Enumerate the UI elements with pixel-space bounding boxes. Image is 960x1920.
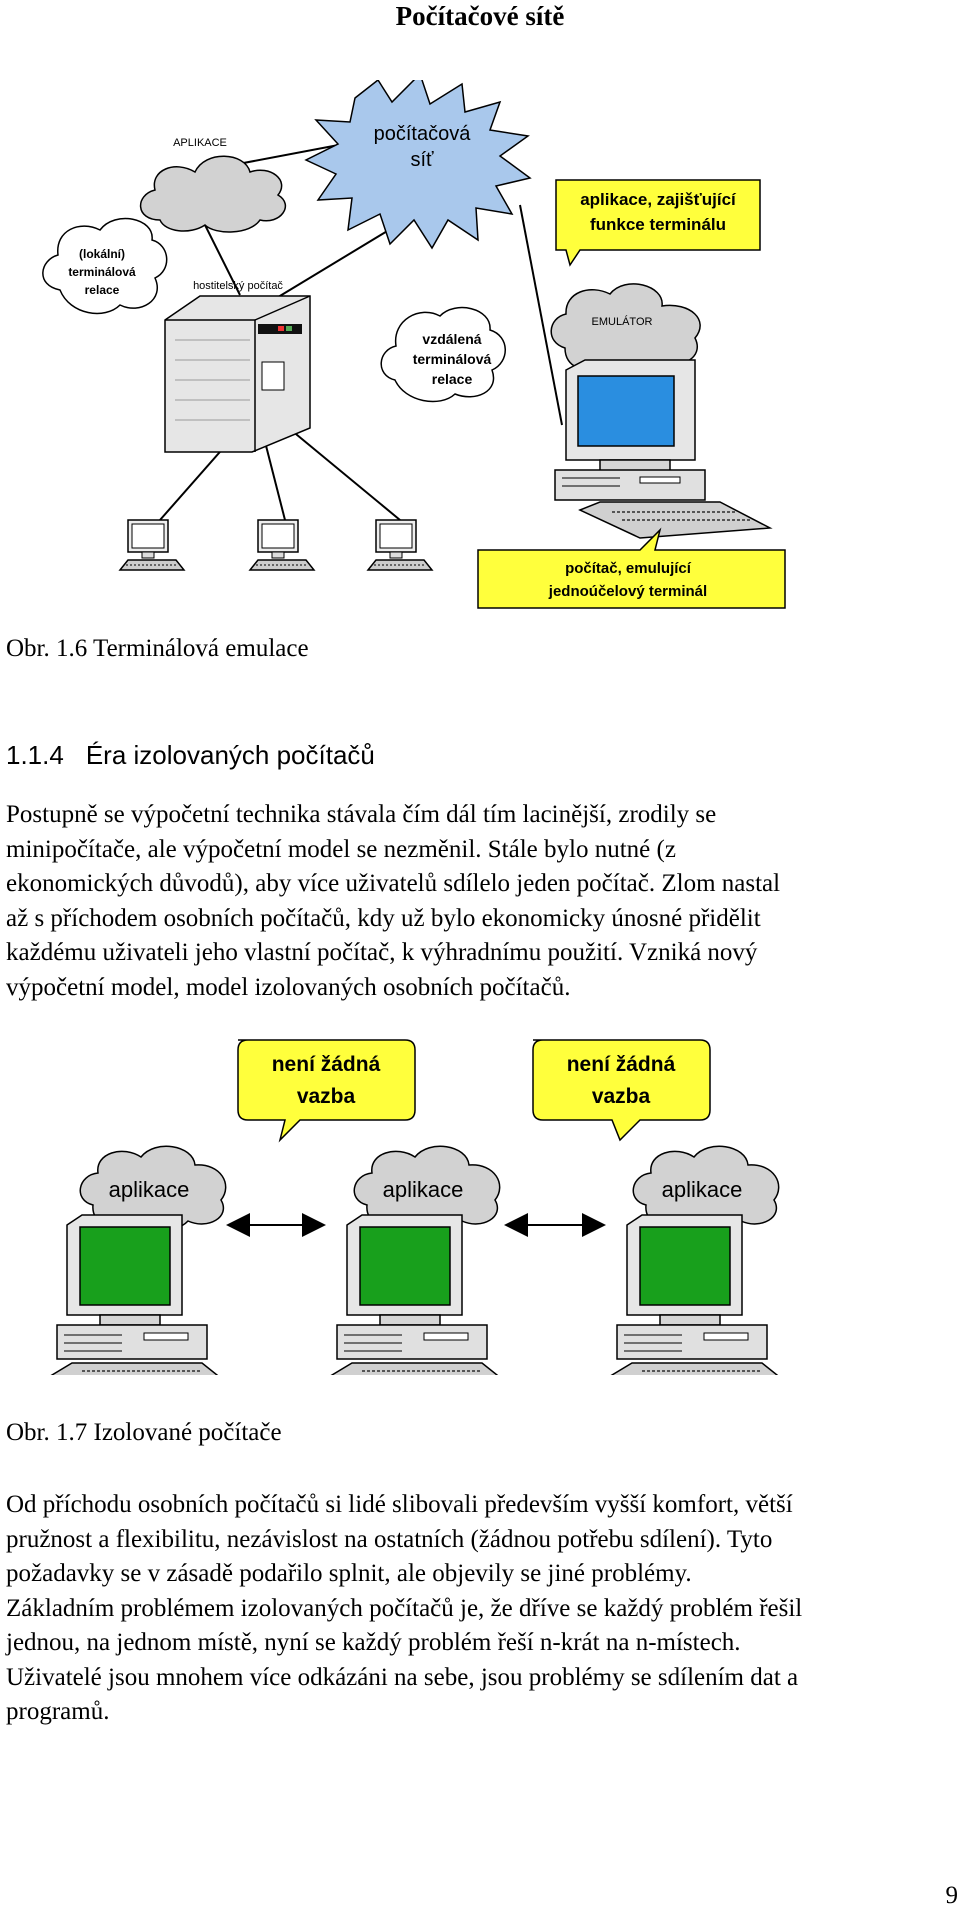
callout-top-line-2: funkce terminálu bbox=[590, 215, 726, 234]
network-label-2: síť bbox=[410, 149, 434, 171]
callout-1-line-2: vazba bbox=[297, 1085, 356, 1108]
cloud-aplikace-label: APLIKACE bbox=[173, 137, 227, 149]
paragraph-line: každému uživateli jeho vlastní počítač, … bbox=[6, 939, 758, 966]
remote-label-2: terminálová bbox=[413, 351, 492, 367]
cloud-aplikace: APLIKACE bbox=[139, 137, 287, 233]
paragraph-line: Postupně se výpočetní technika stávala č… bbox=[6, 801, 717, 828]
cloud-emulator: EMULÁTOR bbox=[550, 283, 701, 373]
network-label-1: počítačová bbox=[374, 123, 472, 145]
section-paragraph: Postupně se výpočetní technika stávala č… bbox=[6, 798, 956, 1005]
paragraph-line: Základním problémem izolovaných počítačů… bbox=[6, 1594, 803, 1622]
remote-label-3: relace bbox=[432, 371, 473, 387]
callout-bottom-line-2: jednoúčelový terminál bbox=[548, 583, 707, 600]
section-heading: 1.1.4 Éra izolovaných počítačů bbox=[6, 740, 397, 770]
page-number: 9 bbox=[945, 1882, 959, 1909]
section-title: Éra izolovaných počítačů bbox=[85, 740, 375, 770]
cloud-app-1: aplikace bbox=[79, 1145, 227, 1232]
callout-no-link-2: není žádná vazba bbox=[532, 1039, 711, 1142]
paragraph-line: jednou, na jednom místě, nyní se každý p… bbox=[6, 1629, 741, 1656]
terminal-1 bbox=[119, 519, 185, 571]
paragraph-line: pružnost a flexibilitu, nezávislost na o… bbox=[6, 1525, 773, 1553]
cloud-app-1-label: aplikace bbox=[109, 1177, 190, 1202]
figure2-caption: Obr. 1.7 Izolované počítače bbox=[6, 1419, 282, 1446]
cloud-remote-session: vzdálená terminálová relace bbox=[380, 306, 506, 403]
paragraph-line: až s příchodem osobních počítačů, kdy už… bbox=[6, 904, 761, 932]
terminal-2 bbox=[249, 519, 315, 571]
callout-terminal-functions: aplikace, zajišťující funkce terminálu bbox=[555, 179, 761, 267]
paragraph-line: programů. bbox=[6, 1698, 110, 1725]
emulator-label: EMULÁTOR bbox=[592, 315, 653, 328]
emulator-pc bbox=[554, 359, 773, 539]
section-number: 1.1.4 bbox=[6, 740, 64, 770]
pc-1 bbox=[51, 1214, 228, 1375]
paragraph-line: ekonomických důvodů), aby více uživatelů… bbox=[6, 870, 781, 897]
local-label-1: (lokální) bbox=[79, 247, 125, 261]
pc-2 bbox=[331, 1214, 508, 1375]
callout-bottom-line-1: počítač, emulující bbox=[565, 560, 692, 577]
paragraph-line: Od příchodu osobních počítačů si lidé sl… bbox=[6, 1491, 793, 1518]
terminal-3 bbox=[367, 519, 433, 571]
page-title: Počítačové sítě bbox=[395, 1, 565, 31]
paragraph-line: požadavky se v zásadě podařilo splnit, a… bbox=[6, 1560, 692, 1587]
cloud-app-3-label: aplikace bbox=[662, 1177, 743, 1202]
cloud-app-2: aplikace bbox=[353, 1145, 501, 1232]
local-label-2: terminálová bbox=[68, 265, 136, 279]
paragraph-line: výpočetní model, model izolovaných osobn… bbox=[6, 973, 571, 1001]
host-label: hostitelský počítač bbox=[193, 280, 283, 292]
cloud-app-3: aplikace bbox=[632, 1145, 780, 1232]
cloud-app-2-label: aplikace bbox=[383, 1177, 464, 1202]
host-computer: hostitelský počítač bbox=[164, 280, 311, 453]
paragraph-line: minipočítače, ale výpočetní model se nez… bbox=[6, 835, 676, 863]
callout-2-line-2: vazba bbox=[592, 1085, 651, 1108]
remote-label-1: vzdálená bbox=[422, 331, 481, 347]
closing-paragraph: Od příchodu osobních počítačů si lidé sl… bbox=[6, 1488, 956, 1730]
pc-3 bbox=[611, 1214, 788, 1375]
callout-top-line-1: aplikace, zajišťující bbox=[580, 190, 737, 209]
callout-no-link-1: není žádná vazba bbox=[237, 1039, 416, 1143]
cloud-local-session: (lokální) terminálová relace bbox=[42, 217, 168, 315]
figure1-caption: Obr. 1.6 Terminálová emulace bbox=[6, 635, 309, 662]
figure-terminal-emulation: APLIKACE počítačová síť aplikace, zajišť… bbox=[42, 80, 786, 609]
network-burst: počítačová síť bbox=[304, 80, 532, 250]
callout-2-line-1: není žádná bbox=[567, 1053, 676, 1076]
paragraph-line: Uživatelé jsou mnohem více odkázáni na s… bbox=[6, 1663, 799, 1691]
callout-1-line-1: není žádná bbox=[272, 1053, 381, 1076]
figure-isolated-computers: není žádná vazba není žádná vazba aplika… bbox=[51, 1039, 788, 1375]
callout-emulating-pc: počítač, emulující jednoúčelový terminál bbox=[477, 527, 786, 609]
local-label-3: relace bbox=[85, 283, 120, 297]
